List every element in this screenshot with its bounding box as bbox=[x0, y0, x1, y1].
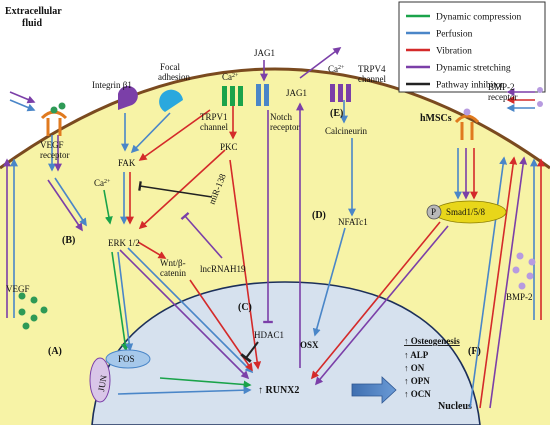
jun-label: JUN bbox=[96, 374, 109, 392]
focal-adhesion-label-line1: Focal bbox=[160, 62, 180, 72]
vegf-label: VEGF bbox=[6, 284, 30, 294]
arrow-erk-to-runx2-purple bbox=[119, 249, 250, 380]
trpv4-channel[interactable] bbox=[330, 84, 351, 102]
fos-shape[interactable] bbox=[105, 349, 151, 369]
osx-label: OSX bbox=[300, 340, 319, 350]
trpv1-channel[interactable] bbox=[222, 86, 243, 106]
calcineurin-label: Calcineurin bbox=[325, 126, 367, 136]
arrow-focal-to-fak bbox=[130, 112, 171, 154]
jag1-outside-label: JAG1 bbox=[254, 48, 275, 58]
smad-p-label: P bbox=[431, 207, 436, 217]
jag1-inside-label: JAG1 bbox=[286, 88, 307, 98]
arrow-runx2-to-bmp-purple bbox=[489, 156, 528, 409]
arrow-jag1-out bbox=[299, 47, 342, 79]
arrow-nfatc1-to-osx bbox=[312, 227, 346, 337]
bmp-receptor-label-line2: receptor bbox=[488, 92, 517, 102]
notch-label-line1: Notch bbox=[270, 112, 292, 122]
osteogenesis-item-1: ↑ ON bbox=[404, 363, 425, 373]
arrow-ca-to-erk-green bbox=[103, 189, 113, 225]
panel-e-label: (E) bbox=[330, 108, 343, 119]
arrow-erk-to-fos-green bbox=[111, 251, 130, 352]
nucleus-label: Nucleus bbox=[438, 401, 472, 412]
arrow-vegf-in-blue bbox=[9, 99, 36, 112]
runx2-label: ↑ RUNX2 bbox=[258, 385, 299, 396]
arrow-erk-to-fos-blue bbox=[117, 251, 134, 352]
arrow-pkc-to-runx2 bbox=[229, 159, 262, 370]
panel-c-label: (C) bbox=[238, 302, 252, 313]
nfatc1-label: NFATc1 bbox=[338, 217, 368, 227]
arrow-smad-to-runx2-red bbox=[310, 221, 441, 380]
trpv1-label-line2: channel bbox=[200, 122, 228, 132]
cell-membrane bbox=[0, 67, 550, 170]
trpv4-label-line2: channel bbox=[358, 74, 386, 84]
arrow-vegf-in-purple bbox=[9, 91, 36, 104]
legend-label-2: Vibration bbox=[436, 47, 472, 57]
pathway-arrows bbox=[3, 47, 545, 409]
osteogenesis-title: ↑ Osteogenesis bbox=[404, 336, 460, 346]
panel-b-label: (B) bbox=[62, 235, 75, 246]
arrow-vegfr-to-erk-purple bbox=[47, 179, 83, 232]
wnt-label-line2: catenin bbox=[160, 268, 186, 278]
focal-adhesion-shape[interactable] bbox=[159, 89, 183, 112]
vegf-particles bbox=[18, 292, 48, 330]
arrow-fos-to-runx2-green bbox=[159, 377, 252, 389]
wnt-label-line1: Wnt/β- bbox=[160, 258, 186, 268]
extracellular-label-line2: fluid bbox=[22, 18, 42, 29]
trpv1-ca-label: Ca2+ bbox=[222, 72, 239, 82]
cell-label: hMSCs bbox=[420, 113, 452, 124]
arrow-trpv1-to-fak bbox=[138, 109, 211, 161]
arrow-vegfr-to-erk-blue bbox=[54, 177, 87, 227]
osteogenesis-item-3: ↑ OCN bbox=[404, 389, 431, 399]
erk-label: ERK 1/2 bbox=[108, 238, 140, 248]
bmp-receptor-label-line1: BMP-2 bbox=[488, 82, 515, 92]
bmp-receptor[interactable] bbox=[454, 108, 480, 141]
notch-receptor[interactable] bbox=[256, 84, 269, 106]
legend-label-4: Pathway inhibitor bbox=[436, 81, 505, 91]
arrow-smad-to-runx2-purple bbox=[314, 225, 449, 386]
notch-label-line2: receptor bbox=[270, 122, 299, 132]
osteogenesis-outcomes: ↑ Osteogenesis ↑ ALP ↑ ON ↑ OPN ↑ OCN bbox=[404, 336, 460, 399]
smad-complex[interactable] bbox=[426, 200, 507, 224]
trpv4-ca-label: Ca2+ bbox=[328, 64, 345, 74]
bmp2-label: BMP-2 bbox=[506, 292, 533, 302]
focal-adhesion-label-line2: adhesion bbox=[158, 72, 190, 82]
panel-f-label: (F) bbox=[468, 346, 481, 357]
vegf-receptor-label-line1: VEGF bbox=[40, 140, 64, 150]
fos-label: FOS bbox=[118, 354, 135, 364]
hdac1-label: HDAC1 bbox=[254, 330, 284, 340]
arrow-jun-to-runx2-blue bbox=[117, 386, 252, 395]
fak-label: FAK bbox=[118, 158, 136, 168]
arrow-runx2-to-bmp-blue bbox=[469, 156, 508, 409]
bmp2-particles bbox=[512, 87, 543, 290]
inhibit-mir138-fak bbox=[138, 181, 213, 198]
integrin-shape[interactable] bbox=[118, 85, 138, 110]
vegf-receptor-label-line2: receptor bbox=[40, 150, 69, 160]
inhibit-lnc-mir138 bbox=[180, 211, 223, 259]
integrin-label: Integrin β1 bbox=[92, 80, 132, 90]
osteogenesis-item-0: ↑ ALP bbox=[404, 350, 429, 360]
pkc-label: PKC bbox=[220, 142, 238, 152]
legend: Dynamic compressionPerfusionVibrationDyn… bbox=[398, 1, 546, 93]
lnc-label: lncRNAH19 bbox=[200, 264, 246, 274]
arrow-runx2-to-bmp-red bbox=[479, 156, 518, 409]
arrow-erk-to-wnt bbox=[137, 241, 167, 259]
legend-label-1: Perfusion bbox=[436, 29, 473, 40]
trpv4-label-line1: TRPV4 bbox=[358, 64, 386, 74]
outcome-arrow bbox=[351, 376, 397, 404]
panel-d-label: (D) bbox=[312, 210, 326, 221]
arrow-erk-to-runx2-blue bbox=[127, 247, 254, 374]
vegf-receptor[interactable] bbox=[40, 102, 68, 137]
panel-a-label: (A) bbox=[48, 346, 62, 357]
smad-label: Smad1/5/8 bbox=[446, 207, 486, 217]
trpv1-label-line1: TRPV1 bbox=[200, 112, 228, 122]
jun-shape[interactable] bbox=[89, 357, 111, 403]
inhibit-hdac1-runx2 bbox=[240, 341, 259, 363]
arrow-pkc-to-erk bbox=[138, 149, 226, 230]
extracellular-label-line1: Extracellular bbox=[5, 6, 62, 17]
legend-label-0: Dynamic compression bbox=[436, 13, 521, 23]
ca-cyto-label: Ca2+ bbox=[94, 178, 111, 188]
legend-label-3: Dynamic stretching bbox=[436, 64, 511, 74]
osteogenesis-item-2: ↑ OPN bbox=[404, 376, 430, 386]
